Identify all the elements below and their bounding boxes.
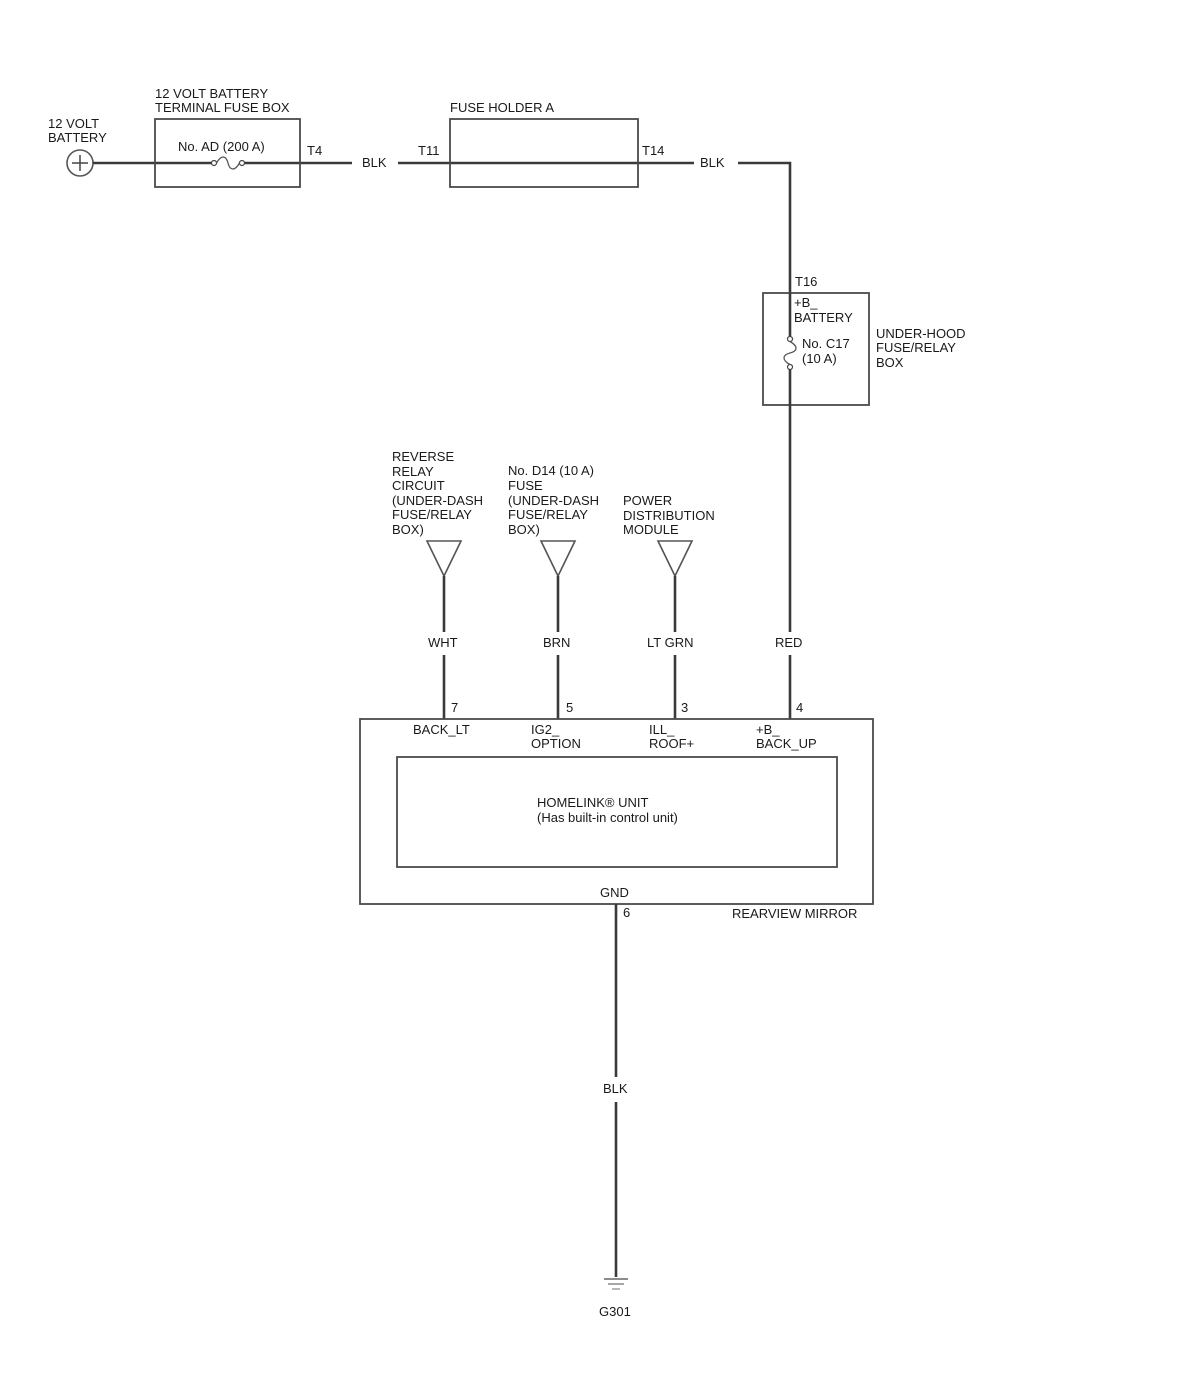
pin-7: 7 bbox=[451, 700, 458, 715]
wire-color-red: RED bbox=[775, 635, 802, 650]
circuit-label-1: +B_ bbox=[794, 295, 818, 310]
battery-label-2: BATTERY bbox=[48, 130, 107, 145]
under-hood-title-2: FUSE/RELAY bbox=[876, 340, 956, 355]
ground-symbol bbox=[604, 1278, 628, 1290]
pin-name-b-1: +B_ bbox=[756, 722, 780, 737]
pin-4: 4 bbox=[796, 700, 803, 715]
source-reverse-label-2: RELAY bbox=[392, 464, 434, 479]
pin-name-ig2-2: OPTION bbox=[531, 736, 581, 751]
wire-color-blk-gnd: BLK bbox=[603, 1081, 628, 1096]
source-reverse-arrow bbox=[425, 540, 463, 578]
source-d14-label-2: FUSE bbox=[508, 478, 543, 493]
wire-color-blk-1: BLK bbox=[362, 155, 387, 170]
gnd-label: GND bbox=[600, 885, 629, 900]
pin-name-ill-1: ILL_ bbox=[649, 722, 675, 737]
terminal-fuse-box bbox=[154, 118, 301, 188]
source-reverse-label-6: BOX) bbox=[392, 522, 424, 537]
terminal-fuse-box-title-1: 12 VOLT BATTERY bbox=[155, 86, 269, 101]
source-reverse-label-4: (UNDER-DASH bbox=[392, 493, 483, 508]
wire-color-blk-2: BLK bbox=[700, 155, 725, 170]
source-d14-arrow bbox=[539, 540, 577, 578]
fuse-c17-label-2: (10 A) bbox=[802, 351, 837, 366]
circuit-label-2: BATTERY bbox=[794, 310, 853, 325]
source-reverse-label-5: FUSE/RELAY bbox=[392, 507, 472, 522]
source-d14-label-5: BOX) bbox=[508, 522, 540, 537]
source-reverse-label-3: CIRCUIT bbox=[392, 478, 445, 493]
pin-5: 5 bbox=[566, 700, 573, 715]
pin-name-ill-2: ROOF+ bbox=[649, 736, 694, 751]
rearview-mirror-title: REARVIEW MIRROR bbox=[732, 906, 857, 921]
fuse-holder-a-box bbox=[449, 118, 639, 188]
under-hood-title-3: BOX bbox=[876, 355, 904, 370]
pin-name-b-2: BACK_UP bbox=[756, 736, 817, 751]
fuse-holder-a-title: FUSE HOLDER A bbox=[450, 100, 554, 115]
battery-label-1: 12 VOLT bbox=[48, 116, 99, 131]
source-pdm-label-2: DISTRIBUTION bbox=[623, 508, 715, 523]
source-pdm-label-3: MODULE bbox=[623, 522, 679, 537]
pin-name-back-lt: BACK_LT bbox=[413, 722, 470, 737]
source-d14-label-3: (UNDER-DASH bbox=[508, 493, 599, 508]
pin-name-ig2-1: IG2_ bbox=[531, 722, 560, 737]
fuse-c17-symbol bbox=[783, 335, 797, 371]
fuse-ad-symbol bbox=[210, 156, 246, 170]
source-pdm-label-1: POWER bbox=[623, 493, 672, 508]
fuse-ad-label: No. AD (200 A) bbox=[178, 139, 265, 154]
ground-label-g301: G301 bbox=[599, 1304, 631, 1319]
source-pdm-arrow bbox=[656, 540, 694, 578]
source-d14-label-1: No. D14 (10 A) bbox=[508, 463, 594, 478]
pin-3: 3 bbox=[681, 700, 688, 715]
wire-color-brn: BRN bbox=[543, 635, 570, 650]
terminal-t14: T14 bbox=[642, 143, 664, 158]
wire-color-wht: WHT bbox=[428, 635, 458, 650]
under-hood-fuse-box bbox=[762, 292, 870, 406]
terminal-t11: T11 bbox=[418, 143, 439, 158]
terminal-t4: T4 bbox=[307, 143, 322, 158]
battery-symbol bbox=[66, 149, 94, 177]
homelink-unit-subtitle: (Has built-in control unit) bbox=[537, 810, 678, 825]
terminal-t16: T16 bbox=[795, 274, 817, 289]
homelink-unit-box bbox=[396, 756, 838, 868]
fuse-c17-label-1: No. C17 bbox=[802, 336, 850, 351]
under-hood-title-1: UNDER-HOOD bbox=[876, 326, 966, 341]
terminal-fuse-box-title-2: TERMINAL FUSE BOX bbox=[155, 100, 290, 115]
homelink-unit-title: HOMELINK® UNIT bbox=[537, 795, 648, 810]
pin-6: 6 bbox=[623, 905, 630, 920]
source-reverse-label-1: REVERSE bbox=[392, 449, 454, 464]
wire-blk-2-right bbox=[738, 161, 792, 293]
wire-color-ltgrn: LT GRN bbox=[647, 635, 693, 650]
source-d14-label-4: FUSE/RELAY bbox=[508, 507, 588, 522]
